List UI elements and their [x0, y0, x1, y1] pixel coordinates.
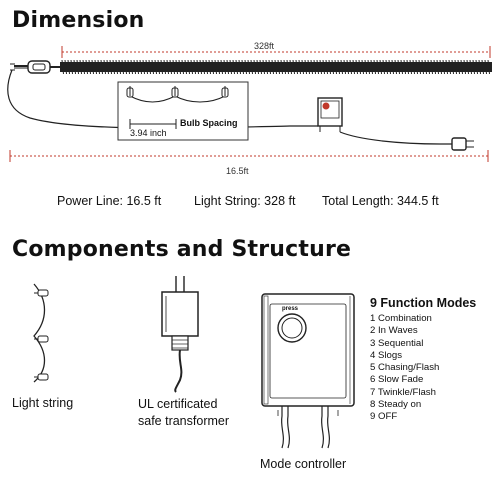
power-line-length-label: 16.5ft: [226, 166, 249, 176]
function-mode-item: 2 In Waves: [370, 325, 418, 337]
function-mode-item: 1 Combination: [370, 313, 432, 324]
function-mode-item: 4 Slogs: [370, 349, 402, 361]
function-mode-item: 6 Slow Fade: [370, 374, 424, 386]
dimension-diagram: [7, 46, 492, 162]
bulb-spacing-inset: [117, 81, 249, 141]
bulb-spacing-value: 3.94 inch: [130, 128, 167, 138]
power-line-wire: [339, 131, 452, 145]
string-plug-icon: [10, 60, 60, 74]
light-string-caption: Light string: [12, 396, 74, 410]
function-mode-item: 9 OFF: [370, 411, 398, 423]
function-mode-item: 5 Chasing/Flash: [370, 362, 440, 374]
function-mode-item: 7 Twinkle/Flash: [370, 386, 436, 398]
components-diagram: [33, 276, 355, 449]
function-modes-title: 9 Function Modes: [370, 296, 477, 310]
string-length-dimension: [61, 46, 491, 58]
power-line-spec: Power Line: 16.5 ft: [57, 194, 162, 208]
string-length-label: 328ft: [254, 41, 275, 51]
transformer-caption-line1: UL certificated: [138, 397, 218, 411]
transformer-icon: [161, 276, 199, 393]
total-length-spec: Total Length: 344.5 ft: [322, 194, 439, 208]
controller-button-label: press: [282, 306, 299, 312]
controller-box-icon: [317, 97, 343, 132]
bulb-spacing-label: Bulb Spacing: [180, 118, 238, 128]
function-mode-item: 8 Steady on: [370, 399, 422, 411]
function-mode-item: 3 Sequential: [370, 337, 424, 349]
light-string-spec: Light String: 328 ft: [194, 194, 296, 208]
mode-controller-icon: [261, 293, 355, 449]
components-heading: Components and Structure: [12, 237, 352, 262]
controller-caption: Mode controller: [260, 457, 347, 471]
light-string-icon: [33, 283, 49, 383]
transformer-caption-line2: safe transformer: [138, 414, 230, 428]
power-adapter-icon: [451, 137, 474, 151]
dimension-heading: Dimension: [12, 8, 145, 33]
function-modes-list: 1 Combination 2 In Waves 3 Sequential 4 …: [370, 313, 439, 424]
light-string-strip: [60, 59, 492, 75]
power-line-dimension: [9, 150, 489, 162]
